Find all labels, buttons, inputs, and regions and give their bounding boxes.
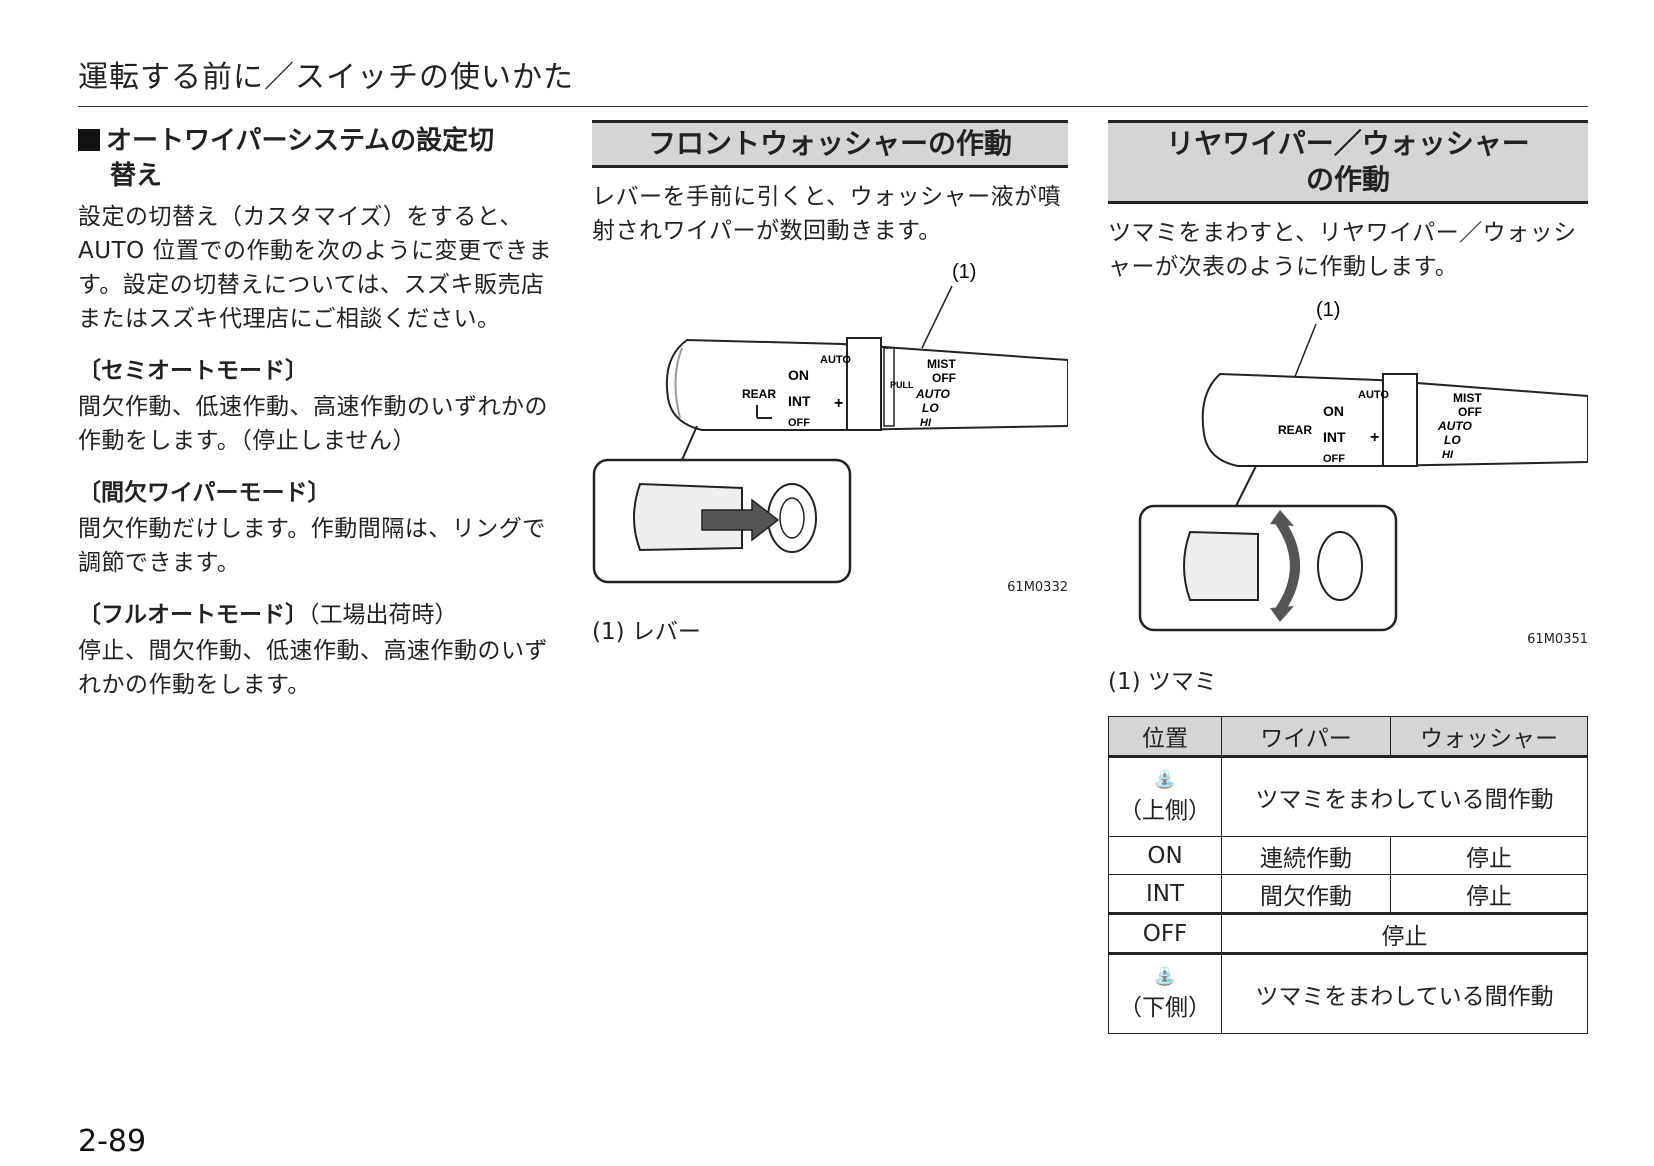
section-title-auto-wiper: オートワイパーシステムの設定切 替え — [78, 124, 554, 194]
rear-wiper-position-table: 位置 ワイパー ウォッシャー ⛲（上側） ツマミをまわしている間作動 ON 連続… — [1108, 716, 1588, 1034]
table-row: ON 連続作動 停止 — [1108, 836, 1588, 875]
table-header-row: 位置 ワイパー ウォッシャー — [1108, 716, 1588, 757]
table-row: INT 間欠作動 停止 — [1108, 874, 1588, 914]
svg-text:INT: INT — [1323, 429, 1346, 445]
svg-text:OFF: OFF — [788, 417, 810, 429]
svg-text:ON: ON — [1323, 403, 1344, 419]
svg-text:OFF: OFF — [932, 371, 956, 385]
intro-paragraph: 設定の切替え（カスタマイズ）をすると、AUTO 位置での作動を次のように変更でき… — [78, 204, 553, 332]
svg-text:HI: HI — [920, 417, 932, 429]
figure-code: 61M0332 — [1007, 580, 1068, 595]
square-bullet-icon — [78, 129, 100, 151]
svg-text:OFF: OFF — [1323, 453, 1345, 465]
svg-text:HI: HI — [1442, 449, 1454, 461]
mode-text-semi: 間欠作動、低速作動、高速作動のいずれかの作動をします。（停止しません） — [78, 394, 548, 454]
front-washer-title: フロントウォッシャーの作動 — [592, 120, 1068, 168]
mode-title-intermittent: 〔間欠ワイパーモード〕 — [78, 480, 331, 506]
rear-wiper-text: ツマミをまわすと、リヤワイパー／ウォッシャーが次表のように作動します。 — [1108, 220, 1577, 280]
mode-title-semi: 〔セミオートモード〕 — [78, 358, 308, 384]
right-column: リヤワイパー／ウォッシャー の作動 ツマミをまわすと、リヤワイパー／ウォッシャー… — [1108, 120, 1589, 1034]
svg-text:AUTO: AUTO — [820, 354, 851, 366]
svg-text:AUTO: AUTO — [915, 387, 950, 401]
svg-text:AUTO: AUTO — [1358, 389, 1389, 401]
svg-text:OFF: OFF — [1458, 405, 1482, 419]
rear-wiper-title: リヤワイパー／ウォッシャー の作動 — [1108, 120, 1588, 204]
rear-figure-caption: (1) ツマミ — [1108, 669, 1217, 695]
middle-column: フロントウォッシャーの作動 レバーを手前に引くと、ウォッシャー液が噴射されワイパ… — [592, 120, 1069, 646]
svg-text:REAR: REAR — [1278, 423, 1312, 437]
front-figure-caption: (1) レバー — [592, 619, 701, 645]
rear-wiper-figure: (1) AUTO ON REAR INT OFF + MIST OFF AUTO… — [1108, 284, 1589, 654]
svg-text:REAR: REAR — [742, 387, 776, 401]
mode-text-full: 停止、間欠作動、低速作動、高速作動のいずれかの作動をします。 — [78, 638, 548, 698]
front-washer-text: レバーを手前に引くと、ウォッシャー液が噴射されワイパーが数回動きます。 — [592, 184, 1062, 244]
callout-label: (1) — [952, 261, 976, 283]
callout-label: (1) — [1316, 299, 1340, 321]
table-row: OFF 停止 — [1108, 912, 1588, 954]
front-washer-figure: (1) AUTO ON REAR INT OFF + MIST PULL OFF… — [592, 248, 1069, 598]
wiper-lever-illustration: (1) AUTO ON REAR INT OFF + MIST PULL OFF… — [592, 261, 1069, 584]
svg-text:AUTO: AUTO — [1437, 419, 1472, 433]
table-row: ⛲（下側） ツマミをまわしている間作動 — [1108, 952, 1588, 1034]
svg-text:PULL: PULL — [890, 380, 914, 390]
mode-title-full: 〔フルオートモード〕（工場出荷時） — [78, 602, 458, 628]
page-number: 2-89 — [78, 1124, 147, 1159]
svg-text:INT: INT — [788, 393, 811, 409]
washer-upper-icon: ⛲ — [1153, 769, 1177, 790]
svg-text:MIST: MIST — [1453, 391, 1482, 405]
mode-text-intermittent: 間欠作動だけします。作動間隔は、リングで調節できます。 — [78, 516, 546, 576]
table-row: ⛲（上側） ツマミをまわしている間作動 — [1108, 755, 1588, 837]
svg-text:MIST: MIST — [927, 357, 956, 371]
washer-lower-icon: ⛲ — [1153, 966, 1177, 987]
svg-text:ON: ON — [788, 367, 809, 383]
rear-knob-illustration: (1) AUTO ON REAR INT OFF + MIST OFF AUTO… — [1138, 299, 1589, 632]
svg-text:LO: LO — [922, 401, 939, 415]
svg-text:LO: LO — [1444, 433, 1461, 447]
figure-code: 61M0351 — [1527, 632, 1588, 647]
svg-text:+: + — [834, 395, 843, 412]
svg-text:+: + — [1370, 429, 1379, 446]
page-header-title: 運転する前に／スイッチの使いかた — [78, 52, 1588, 107]
left-column: オートワイパーシステムの設定切 替え 設定の切替え（カスタマイズ）をすると、AU… — [78, 120, 554, 702]
